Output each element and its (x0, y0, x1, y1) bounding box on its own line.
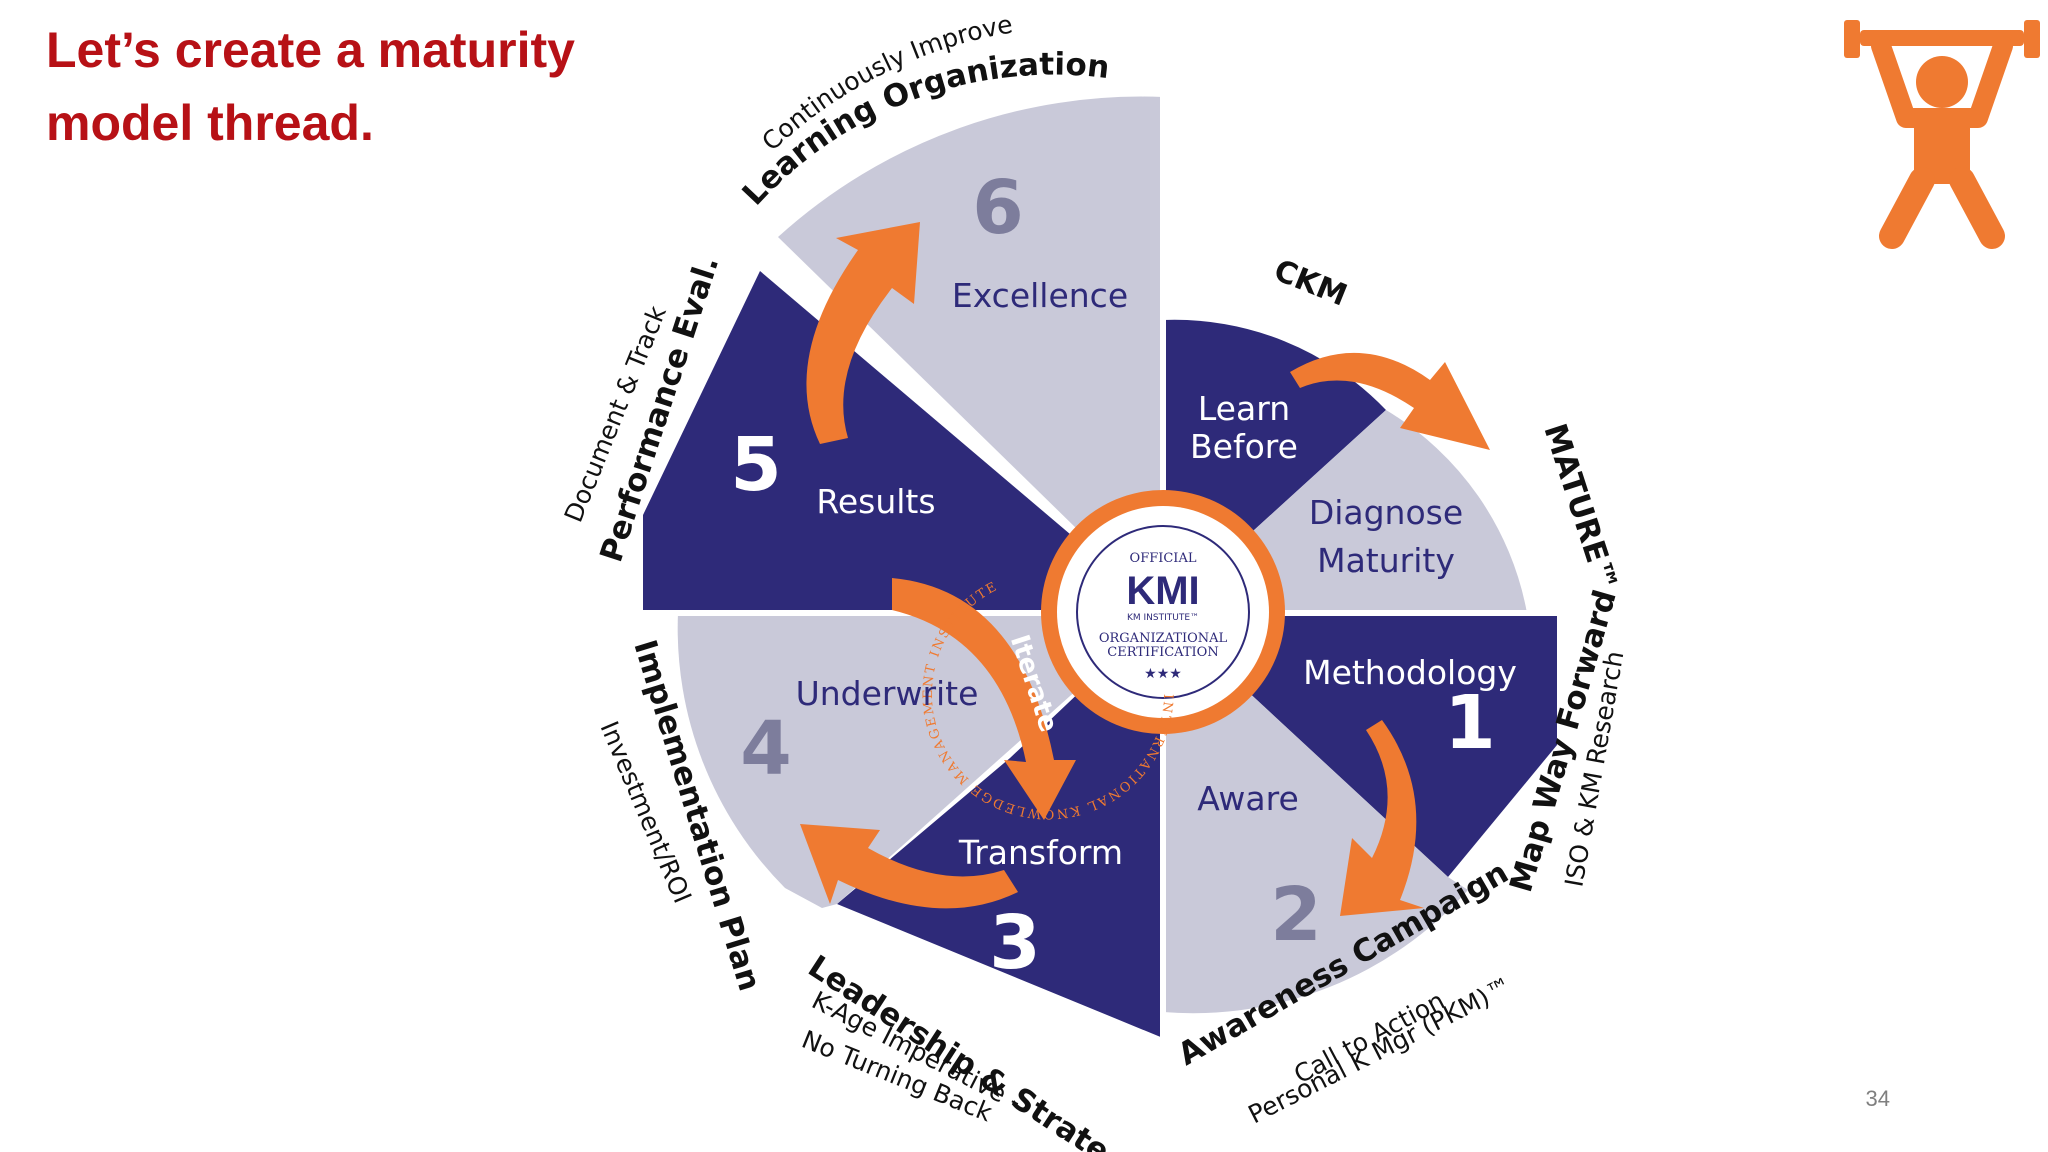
label-learn-before-1: Learn (1198, 389, 1290, 428)
step-number-3: 3 (989, 900, 1041, 986)
seal-sub-logo: KM INSTITUTE™ (1127, 613, 1199, 623)
slide-title-line-2: model thread. (46, 95, 374, 151)
arrow-methodology-to-aware (1340, 720, 1424, 916)
seal-logo: KMI (1126, 569, 1199, 613)
slide-title: Let’s create a maturity model thread. (46, 14, 766, 160)
page-number: 34 (1865, 1086, 1890, 1111)
label-results: Results (816, 482, 935, 521)
arrow-ckm-to-mature (1290, 352, 1490, 450)
label-transform: Transform (958, 833, 1123, 872)
step-number-6: 6 (972, 165, 1024, 251)
step-number-2: 2 (1270, 872, 1322, 958)
seal-official: OFFICIAL (1130, 551, 1197, 566)
label-learn-before-2: Before (1190, 427, 1298, 466)
arrow-results-to-excellence (806, 222, 920, 444)
outer-label-ckm: CKM (1269, 253, 1352, 314)
seal-cert-line-2: CERTIFICATION (1107, 645, 1218, 660)
step-number-1: 1 (1444, 680, 1496, 766)
outer-label-mature: MATURE™ (1536, 419, 1624, 596)
label-methodology: Methodology (1303, 653, 1517, 692)
segment-aware (1163, 613, 1468, 1014)
slide-title-line-1: Let’s create a maturity (46, 22, 575, 78)
label-diagnose-maturity-2: Maturity (1317, 541, 1455, 580)
segment-excellence (778, 96, 1163, 614)
label-diagnose-maturity-1: Diagnose (1309, 493, 1463, 532)
weightlifter-icon (1844, 20, 2040, 249)
step-number-5: 5 (730, 422, 782, 508)
arrow-iterate (892, 578, 1076, 820)
segment-results (643, 271, 1163, 613)
seal-stars: ★★★ (1144, 666, 1182, 682)
label-underwrite: Underwrite (796, 674, 979, 713)
segment-transform (837, 613, 1163, 1038)
step-number-4: 4 (740, 706, 792, 792)
label-excellence: Excellence (952, 276, 1128, 315)
seal-cert-line-1: ORGANIZATIONAL (1099, 631, 1228, 646)
segment-underwrite (677, 613, 1163, 908)
label-aware: Aware (1197, 779, 1299, 818)
arrow-transform-to-underwrite (800, 824, 1018, 909)
